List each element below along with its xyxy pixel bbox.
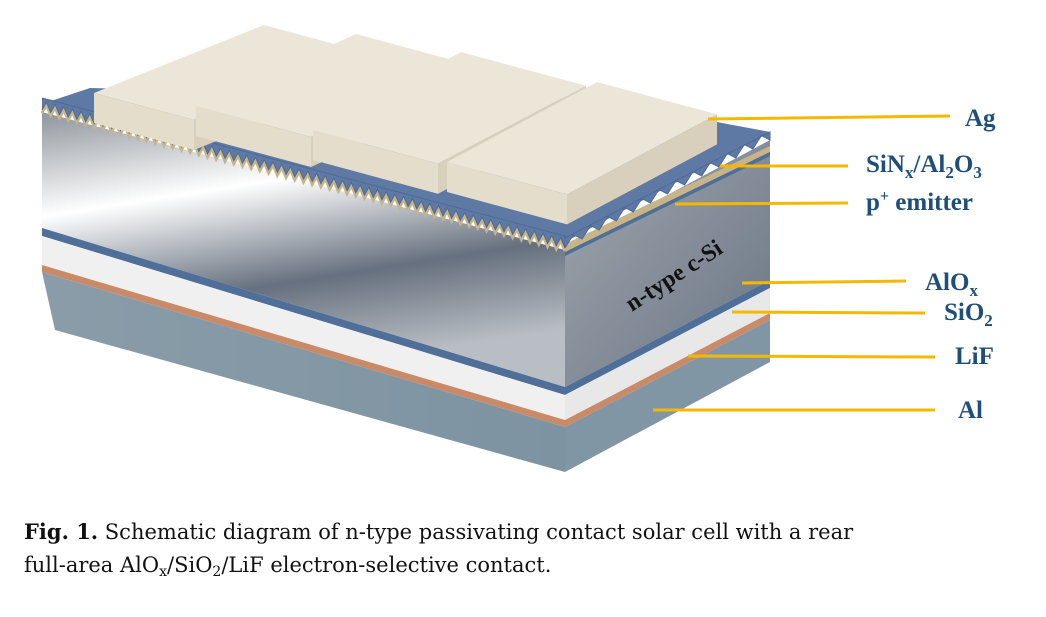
figure-caption: Fig. 1. Schematic diagram of n-type pass… [24, 515, 1034, 582]
ag-finger-top [447, 82, 717, 195]
label-al: Al [958, 397, 983, 424]
leader-lines [653, 114, 951, 412]
leader-lif [687, 354, 936, 359]
ag-finger-front [447, 162, 567, 225]
ag-finger-front [94, 93, 194, 150]
ag-finger-top [313, 52, 586, 164]
al-layer-side [565, 320, 770, 472]
ag-finger-front [313, 130, 438, 194]
ag-finger-front [196, 106, 311, 168]
sio2-layer-side [565, 288, 770, 420]
n-type-si-side [565, 140, 770, 387]
alox-layer-front [42, 228, 565, 395]
ag-finger-top [94, 25, 364, 120]
ag-fingers [94, 25, 717, 225]
leader-ag [707, 114, 951, 121]
caption-text: /SiO [167, 553, 213, 577]
label-sio2: SiO2 [944, 299, 993, 330]
leader-alox [741, 279, 907, 285]
caption-sub: x [159, 564, 168, 580]
lif-layer-side [565, 313, 770, 427]
leader-emitter [674, 201, 849, 206]
caption-figure-number: Fig. 1. [24, 519, 99, 544]
label-p-emitter: p+ emitter [866, 188, 973, 216]
ag-finger-side [567, 114, 717, 225]
lif-layer-front [42, 265, 565, 427]
emitter-layer-side [565, 146, 770, 252]
label-lif: LiF [955, 343, 994, 370]
caption-line1: Schematic diagram of n-type passivating … [98, 520, 854, 544]
ag-finger-top [196, 34, 471, 138]
sio2-layer-front [42, 236, 565, 420]
texture-side-ridges [564, 131, 771, 249]
label-alox: AlOx [925, 269, 978, 300]
emitter-zigzag-edge [40, 101, 567, 253]
caption-text: /LiF electron-selective contact. [221, 553, 552, 577]
caption-text: full-area AlO [24, 553, 160, 577]
label-sinx-al2o3: SiNx/Al2O3 [866, 151, 982, 182]
emitter-blue-side [565, 152, 770, 256]
n-type-si-front [42, 112, 565, 387]
solar-cell-schematic: n-type c-Si Ag SiNx/Al2O3 p+ emitter AlO… [40, 25, 996, 472]
ag-finger-4 [447, 82, 717, 225]
al-layer-front [42, 272, 565, 472]
caption-sub: 2 [212, 564, 222, 580]
label-ag: Ag [965, 105, 996, 132]
alox-layer-side [565, 280, 770, 395]
leader-sio2 [731, 310, 926, 315]
